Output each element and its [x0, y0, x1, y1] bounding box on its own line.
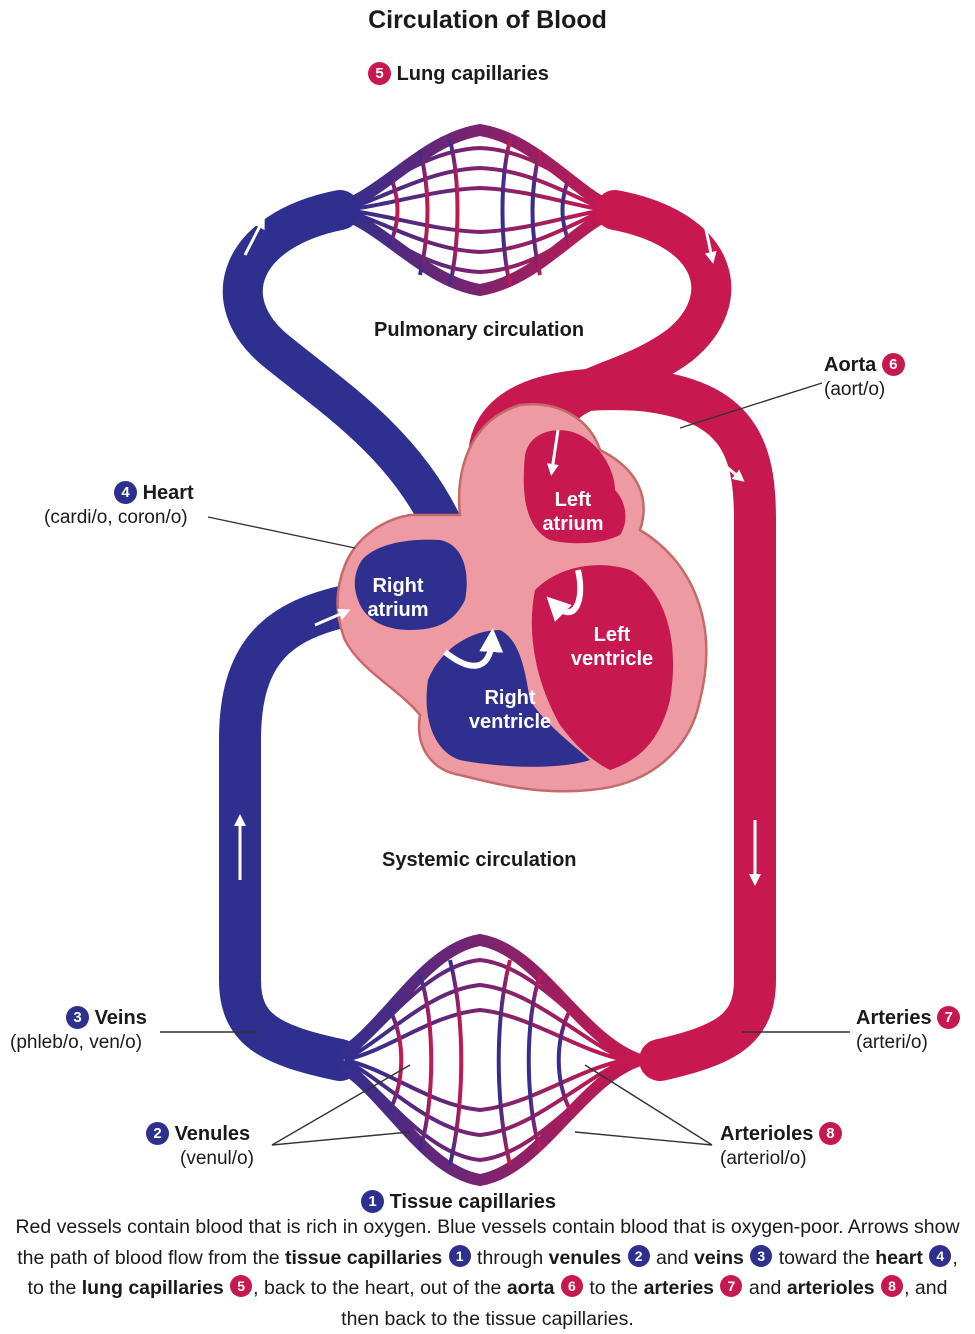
badge-7: 7	[937, 1006, 960, 1029]
label-aorta: Aorta 6	[824, 353, 905, 377]
caption-badge-6: 6	[561, 1275, 583, 1297]
label-arteries: Arteries 7	[856, 1006, 960, 1030]
label-tissue-capillaries: 1 Tissue capillaries	[361, 1190, 556, 1214]
arteries-root: (arteri/o)	[856, 1032, 928, 1054]
label-venules: 2 Venules	[146, 1122, 250, 1146]
left-ventricle-label: Left ventricle	[566, 623, 658, 671]
badge-6: 6	[882, 353, 905, 376]
caption-badge-8: 8	[881, 1275, 903, 1297]
tissue-capillary-bed	[330, 940, 640, 1180]
heart-text: Heart	[143, 482, 194, 504]
aorta-text: Aorta	[824, 354, 876, 376]
badge-3: 3	[66, 1006, 89, 1029]
figure-caption: Red vessels contain blood that is rich i…	[8, 1212, 967, 1334]
label-lung-capillaries: 5 Lung capillaries	[368, 62, 549, 86]
badge-1: 1	[361, 1190, 384, 1213]
heart-root: (cardi/o, coron/o)	[44, 507, 188, 529]
tissue-capillaries-text: Tissue capillaries	[390, 1191, 556, 1213]
aorta-root: (aort/o)	[824, 379, 885, 401]
veins-text: Veins	[95, 1007, 147, 1029]
arteries-text: Arteries	[856, 1007, 932, 1029]
arterioles-root: (arteriol/o)	[720, 1148, 807, 1170]
caption-badge-1: 1	[449, 1245, 471, 1267]
badge-2: 2	[146, 1122, 169, 1145]
badge-5: 5	[368, 62, 391, 85]
right-atrium-label: Right atrium	[360, 574, 436, 622]
label-veins: 3 Veins	[66, 1006, 147, 1030]
caption-badge-2: 2	[628, 1245, 650, 1267]
caption-badge-7: 7	[720, 1275, 742, 1297]
lung-capillary-bed	[330, 130, 620, 290]
caption-badge-4: 4	[929, 1245, 951, 1267]
circulation-diagram: Circulation of Blood 5 Lung capillaries …	[0, 0, 975, 1200]
label-heart: 4 Heart	[114, 481, 194, 505]
right-ventricle-label: Right ventricle	[462, 686, 558, 734]
arterioles-text: Arterioles	[720, 1123, 813, 1145]
diagram-title: Circulation of Blood	[0, 6, 975, 35]
caption-badge-3: 3	[750, 1245, 772, 1267]
venules-root: (venul/o)	[180, 1148, 254, 1170]
caption-badge-5: 5	[230, 1275, 252, 1297]
label-pulmonary-circulation: Pulmonary circulation	[374, 319, 584, 342]
badge-4: 4	[114, 481, 137, 504]
label-arterioles: Arterioles 8	[720, 1122, 842, 1146]
veins-root: (phleb/o, ven/o)	[10, 1032, 142, 1054]
lung-capillaries-text: Lung capillaries	[397, 63, 549, 85]
systemic-veins	[240, 605, 350, 1060]
badge-8: 8	[819, 1122, 842, 1145]
venules-text: Venules	[175, 1123, 251, 1145]
label-systemic-circulation: Systemic circulation	[382, 849, 577, 872]
left-atrium-label: Left atrium	[535, 488, 611, 536]
